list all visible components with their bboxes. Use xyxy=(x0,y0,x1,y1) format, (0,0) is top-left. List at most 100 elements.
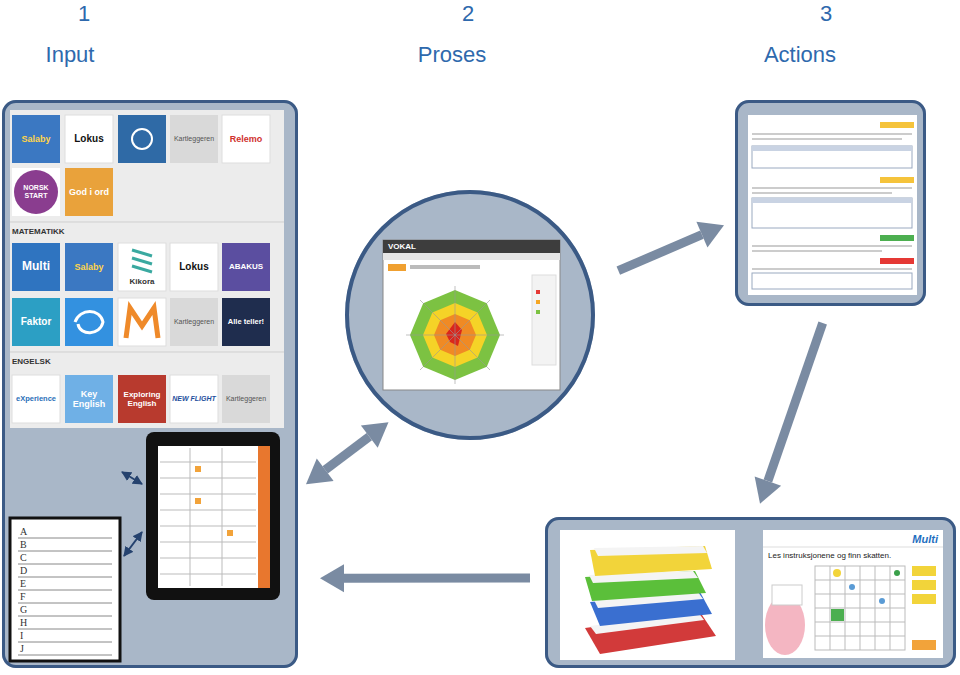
tablet xyxy=(160,448,256,586)
app-tiles xyxy=(170,243,218,291)
vokal-screenshot xyxy=(410,265,480,269)
tablet xyxy=(146,432,280,600)
text-slot: G xyxy=(20,603,34,616)
app-tile-label: Exploring English xyxy=(119,390,165,408)
panel-fill xyxy=(2,100,956,668)
text-slot: VOKAL xyxy=(388,241,428,252)
text-slot: Kartleggeren xyxy=(171,299,217,345)
arrow-shaft xyxy=(768,323,823,481)
multi-screenshot xyxy=(879,598,885,604)
text-slot: NEW FLIGHT xyxy=(171,376,217,422)
action-report xyxy=(752,146,912,168)
multi-screenshot xyxy=(815,566,905,650)
text-slot: C xyxy=(20,551,34,564)
answer-sheet xyxy=(18,590,112,591)
flow-arrow xyxy=(755,323,823,504)
multi-screenshot xyxy=(912,566,936,576)
action-report xyxy=(880,177,914,183)
step-number: 2 xyxy=(462,1,474,26)
answer-sheet xyxy=(10,518,120,661)
app-tiles xyxy=(170,115,218,163)
multi-screenshot xyxy=(815,636,905,637)
text-slot: Input xyxy=(20,40,120,70)
action-report xyxy=(880,258,914,264)
answer-letter: I xyxy=(20,630,23,642)
text-slot: A xyxy=(20,525,34,538)
action-report xyxy=(748,115,917,295)
panel-fill xyxy=(545,517,956,668)
app-tiles xyxy=(118,298,166,346)
app-tile-label: eXperience xyxy=(16,395,56,404)
multi-screenshot xyxy=(831,609,844,621)
text-slot: Lokus xyxy=(171,244,217,290)
multi-screenshot xyxy=(815,622,905,623)
resources-panel: MultiLes instruksjonene og finn skatten. xyxy=(545,517,956,668)
text-slot: H xyxy=(20,616,34,629)
flow-arrow xyxy=(306,422,389,484)
multi-screenshot xyxy=(763,530,943,658)
books xyxy=(560,530,735,660)
step-title: Proses xyxy=(418,42,486,67)
instruction-text: Les instruksjonene og finn skatten. xyxy=(768,551,891,560)
action-report xyxy=(880,122,914,128)
text-slot: F xyxy=(20,590,34,603)
multi-screenshot xyxy=(912,594,936,604)
flow-arrow xyxy=(320,564,530,592)
action-report xyxy=(752,146,912,151)
vokal-screenshot xyxy=(536,300,540,304)
vokal-screenshot xyxy=(420,300,490,370)
app-tiles xyxy=(12,168,60,216)
panel-fill xyxy=(345,190,595,440)
small-arrows xyxy=(122,472,142,556)
action-report xyxy=(752,133,912,135)
actions-panel: 3Actions xyxy=(735,100,926,306)
multi-screenshot xyxy=(763,530,943,658)
answer-letter: F xyxy=(20,591,26,603)
text-slot: Salaby xyxy=(13,116,59,162)
answer-sheet xyxy=(18,538,112,539)
tablet xyxy=(160,494,256,495)
books xyxy=(590,546,712,576)
text-slot: NORSK START xyxy=(15,169,57,215)
tablet xyxy=(160,526,256,527)
action-report xyxy=(752,273,912,289)
app-tile-label: NORSK START xyxy=(15,184,57,200)
text-slot: B xyxy=(20,538,34,551)
action-report xyxy=(752,198,912,203)
books xyxy=(594,546,707,556)
app-tiles xyxy=(10,110,284,428)
text-slot: ENGELSK xyxy=(12,356,112,368)
arrow-shaft xyxy=(325,437,369,470)
tablet xyxy=(222,448,223,586)
app-tile-label: Kartleggeren xyxy=(174,135,214,143)
app-tile-label: Kartleggeren xyxy=(226,395,266,403)
answer-sheet xyxy=(18,655,112,656)
app-tile-label: NEW FLIGHT xyxy=(172,395,216,403)
text-slot: D xyxy=(20,564,34,577)
tablet xyxy=(160,574,256,575)
multi-screenshot xyxy=(833,569,841,577)
app-tiles xyxy=(118,375,166,423)
app-tiles xyxy=(12,115,60,163)
vokal-screenshot xyxy=(536,290,540,294)
text-slot: Kikora xyxy=(119,273,165,290)
action-report xyxy=(752,198,912,228)
app-tile-label: God i ord xyxy=(69,187,109,197)
multi-screenshot xyxy=(772,585,802,605)
answer-sheet xyxy=(18,577,112,578)
app-tiles xyxy=(65,168,113,216)
app-tiles xyxy=(65,298,113,346)
panel-fill xyxy=(2,100,298,668)
text-slot: 3 xyxy=(796,0,856,28)
action-report xyxy=(752,245,912,247)
vokal-screenshot xyxy=(383,253,560,260)
app-tile-label: Lokus xyxy=(179,261,208,273)
answer-letter: D xyxy=(20,565,27,577)
vokal-screenshot xyxy=(383,240,560,390)
app-tiles xyxy=(170,375,218,423)
text-slot: ABAKUS xyxy=(223,244,269,290)
text-slot: Proses xyxy=(392,40,512,70)
multi-screenshot xyxy=(849,584,855,590)
app-tile-label: Relemo xyxy=(230,134,263,144)
tablet xyxy=(227,530,233,536)
